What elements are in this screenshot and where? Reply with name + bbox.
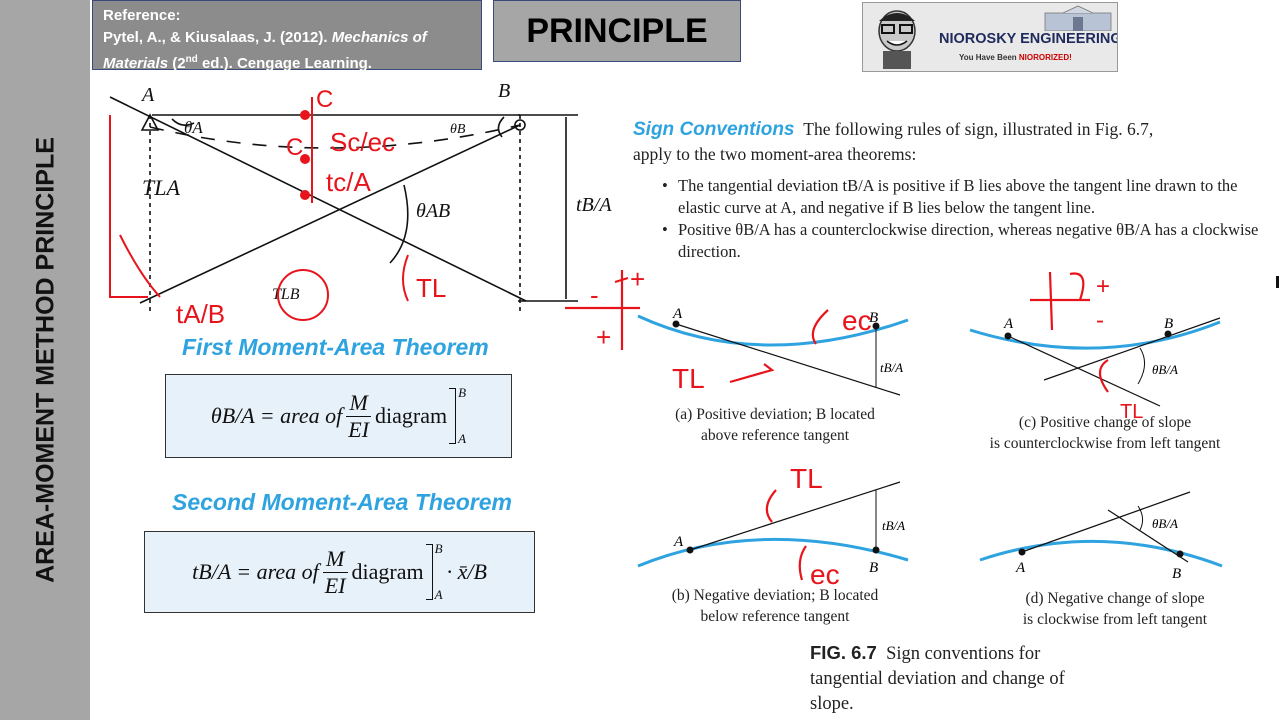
svg-text:A: A [673, 534, 684, 550]
svg-text:TL: TL [416, 273, 446, 303]
logo-tagline: You Have Been NIORORIZED! [959, 53, 1072, 62]
tangent-line-b [139, 124, 521, 304]
second-theorem-heading: Second Moment-Area Theorem [172, 489, 512, 515]
svg-text:TLA: TLA [142, 175, 180, 200]
svg-text:tA/B: tA/B [176, 299, 225, 329]
figure-b: A B tB/A [637, 481, 909, 576]
svg-text:ec: ec [810, 559, 840, 590]
caricature-icon [878, 10, 916, 69]
svg-text:+: + [630, 264, 645, 294]
second-theorem-lhs: tB/A = area of [192, 559, 319, 584]
svg-text:tc/A: tc/A [326, 167, 371, 197]
elastic-curve [149, 124, 521, 149]
svg-text:θA: θA [184, 118, 203, 137]
svg-text:TL: TL [790, 463, 823, 494]
bullet-deviation: The tangential deviation tB/A is positiv… [660, 175, 1260, 219]
sidebar: AREA-MOMENT METHOD PRINCIPLE [0, 0, 90, 720]
building-icon [1044, 5, 1112, 31]
svg-text:A: A [1003, 316, 1014, 332]
svg-text:tB/A: tB/A [882, 518, 905, 533]
brand-logo: NIOROSKY ENGINEERING ONLINE You Have Bee… [862, 2, 1118, 72]
svg-text:TL: TL [1120, 401, 1143, 423]
first-theorem-heading: First Moment-Area Theorem [182, 334, 489, 360]
svg-text:B: B [498, 80, 510, 102]
svg-text:A: A [672, 306, 683, 322]
svg-text:tB/A: tB/A [880, 360, 903, 375]
svg-text:TL: TL [672, 363, 705, 394]
svg-text:+: + [596, 322, 611, 352]
svg-text:C: C [316, 86, 333, 113]
sign-conventions-intro: Sign Conventions The following rules of … [633, 119, 1154, 164]
figure-c: A B θB/A [969, 316, 1221, 407]
reference-line-1: Pytel, A., & Kiusalaas, J. (2012). Mecha… [103, 29, 427, 46]
svg-text:+: + [1096, 273, 1110, 300]
figure-a: A B tB/A [637, 306, 909, 396]
reference-line-2: Materials (2nd ed.). Cengage Learning. [103, 54, 372, 72]
svg-text:ec: ec [842, 305, 872, 336]
page-title: PRINCIPLE [493, 0, 741, 62]
svg-text:θB: θB [450, 122, 466, 137]
svg-text:θAB: θAB [416, 200, 450, 222]
svg-text:B: B [1164, 316, 1173, 332]
reference-box: Reference: Pytel, A., & Kiusalaas, J. (2… [92, 0, 482, 72]
svg-text:B: B [869, 560, 878, 576]
reference-label: Reference: [103, 7, 181, 24]
sign-conventions-bullets: The tangential deviation tB/A is positiv… [660, 175, 1260, 263]
first-theorem-rhs: diagram [375, 403, 448, 428]
svg-text:B: B [869, 310, 878, 326]
reference-edition: (2nd ed.). Cengage Learning. [168, 54, 372, 72]
logo-name: NIOROSKY ENGINEERING ONLINE [939, 31, 1118, 47]
sign-conventions-title: Sign Conventions [633, 119, 795, 140]
svg-text:A: A [1015, 560, 1026, 576]
figure-6-7-panels: A B tB/A A B θB/A A B tB/A A B θB/A [565, 264, 1223, 590]
tangent-line-a [109, 96, 527, 302]
figure-label: FIG. 6.7 [810, 642, 877, 663]
margin-mark [1276, 276, 1279, 288]
svg-text:-: - [1096, 307, 1104, 334]
handwritten-sketch: A B θA θB TLA θAB tB/A TLB C C Sc/ec tc/… [109, 80, 612, 329]
sidebar-title: AREA-MOMENT METHOD PRINCIPLE [31, 137, 60, 583]
svg-text:B: B [1172, 566, 1181, 582]
svg-text:θB/A: θB/A [1152, 362, 1178, 377]
first-theorem-lhs: θB/A = area of [210, 403, 343, 428]
svg-text:C: C [286, 134, 303, 161]
svg-text:tB/A: tB/A [576, 194, 612, 216]
svg-text:-: - [590, 280, 599, 310]
svg-text:Sc/ec: Sc/ec [330, 127, 395, 157]
svg-text:A: A [140, 84, 155, 106]
figure-caption: FIG. 6.7 Sign conventions for tangential… [810, 642, 1065, 714]
figure-d: A B θB/A [979, 491, 1223, 582]
svg-text:θB/A: θB/A [1152, 516, 1178, 531]
second-theorem-tail: · x̄/B [446, 559, 487, 584]
svg-text:TLB: TLB [272, 286, 300, 303]
second-theorem-rhs: diagram [351, 559, 424, 584]
bullet-slope: Positive θB/A has a counterclockwise dir… [660, 219, 1260, 263]
